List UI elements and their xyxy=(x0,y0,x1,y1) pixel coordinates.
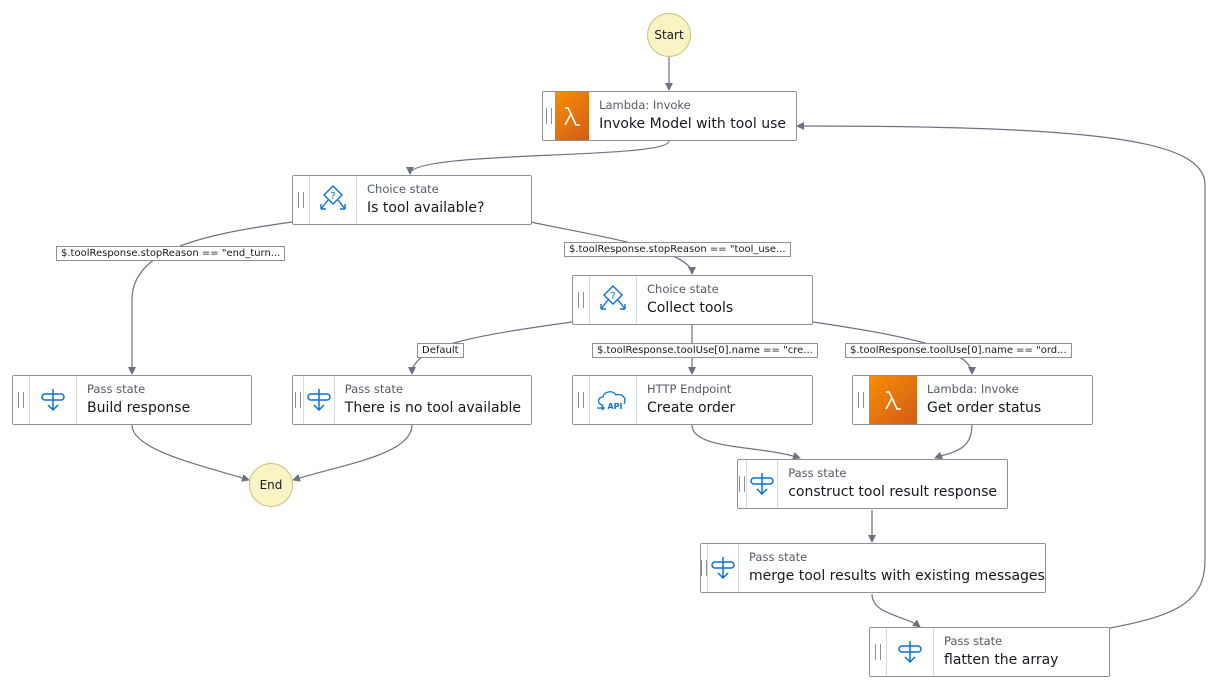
state-title: Is tool available? xyxy=(367,200,485,216)
edge-notool-end xyxy=(292,424,413,482)
edge-choice-build xyxy=(128,221,293,375)
state-build-response[interactable]: Pass state Build response xyxy=(12,375,252,425)
lambda-icon xyxy=(554,92,590,140)
edge-label-create: $.toolResponse.toolUse[0].name == "cre..… xyxy=(592,343,818,358)
edge-flatten-invoke xyxy=(796,122,1206,629)
choice-icon: ? xyxy=(309,176,357,224)
drag-handle[interactable] xyxy=(738,460,746,508)
drag-handle[interactable] xyxy=(573,276,589,324)
state-collect-tools[interactable]: ? Choice state Collect tools xyxy=(572,275,813,325)
drag-handle[interactable] xyxy=(853,376,869,424)
state-invoke-model[interactable]: Lambda: Invoke Invoke Model with tool us… xyxy=(542,91,797,141)
edge-label-tool-use: $.toolResponse.stopReason == "tool_use..… xyxy=(564,242,791,257)
edge-getorder-construct xyxy=(934,424,973,460)
state-construct-tool-result[interactable]: Pass state construct tool result respons… xyxy=(737,459,1008,509)
state-type: Pass state xyxy=(944,634,1003,648)
svg-text:?: ? xyxy=(610,291,615,302)
choice-icon: ? xyxy=(589,276,637,324)
state-type: Lambda: Invoke xyxy=(927,382,1019,396)
state-type: Pass state xyxy=(344,382,404,396)
svg-text:API: API xyxy=(607,402,622,411)
edge-collect-notool xyxy=(408,321,573,375)
drag-handle[interactable] xyxy=(293,176,309,224)
state-type: Pass state xyxy=(87,382,146,396)
edge-label-default: Default xyxy=(417,343,464,358)
state-type: Pass state xyxy=(749,550,808,564)
api-icon: API xyxy=(589,376,637,424)
state-title: There is no tool available xyxy=(344,400,521,416)
pass-icon xyxy=(707,544,739,592)
drag-handle[interactable] xyxy=(13,376,29,424)
edge-label-order: $.toolResponse.toolUse[0].name == "ord..… xyxy=(845,343,1072,358)
state-title: Build response xyxy=(87,400,191,416)
edge-build-end xyxy=(131,424,250,482)
svg-text:?: ? xyxy=(330,191,335,202)
state-title: Get order status xyxy=(927,400,1042,416)
state-is-tool-available[interactable]: ? Choice state Is tool available? xyxy=(292,175,532,225)
start-node[interactable]: Start xyxy=(647,13,691,57)
state-no-tool-available[interactable]: Pass state There is no tool available xyxy=(292,375,532,425)
state-type: Pass state xyxy=(788,466,847,480)
pass-icon xyxy=(886,628,934,676)
edge-merge-flatten xyxy=(871,593,921,628)
state-title: flatten the array xyxy=(944,652,1059,668)
state-type: Choice state xyxy=(647,282,719,296)
drag-handle[interactable] xyxy=(293,376,303,424)
drag-handle[interactable] xyxy=(870,628,886,676)
state-title: Invoke Model with tool use xyxy=(599,116,786,132)
state-type: Choice state xyxy=(367,182,439,196)
drag-handle[interactable] xyxy=(573,376,589,424)
state-flatten-array[interactable]: Pass state flatten the array xyxy=(869,627,1110,677)
lambda-icon xyxy=(869,376,917,424)
pass-icon xyxy=(302,376,335,424)
end-node[interactable]: End xyxy=(249,463,293,507)
edge-label-end-turn: $.toolResponse.stopReason == "end_turn..… xyxy=(56,246,286,261)
state-merge-tool-results[interactable]: Pass state merge tool results with exist… xyxy=(700,543,1046,593)
state-title: construct tool result response xyxy=(788,484,997,500)
state-title: Create order xyxy=(647,400,736,416)
edge-create-construct xyxy=(691,424,801,460)
state-get-order-status[interactable]: Lambda: Invoke Get order status xyxy=(852,375,1093,425)
state-type: Lambda: Invoke xyxy=(599,98,691,112)
pass-icon xyxy=(746,460,779,508)
pass-icon xyxy=(29,376,77,424)
drag-handle[interactable] xyxy=(543,92,555,140)
state-type: HTTP Endpoint xyxy=(647,382,732,396)
edge-invoke-choice xyxy=(406,140,670,175)
state-title: merge tool results with existing message… xyxy=(749,568,1045,584)
state-title: Collect tools xyxy=(647,300,734,316)
state-create-order[interactable]: API HTTP Endpoint Create order xyxy=(572,375,813,425)
